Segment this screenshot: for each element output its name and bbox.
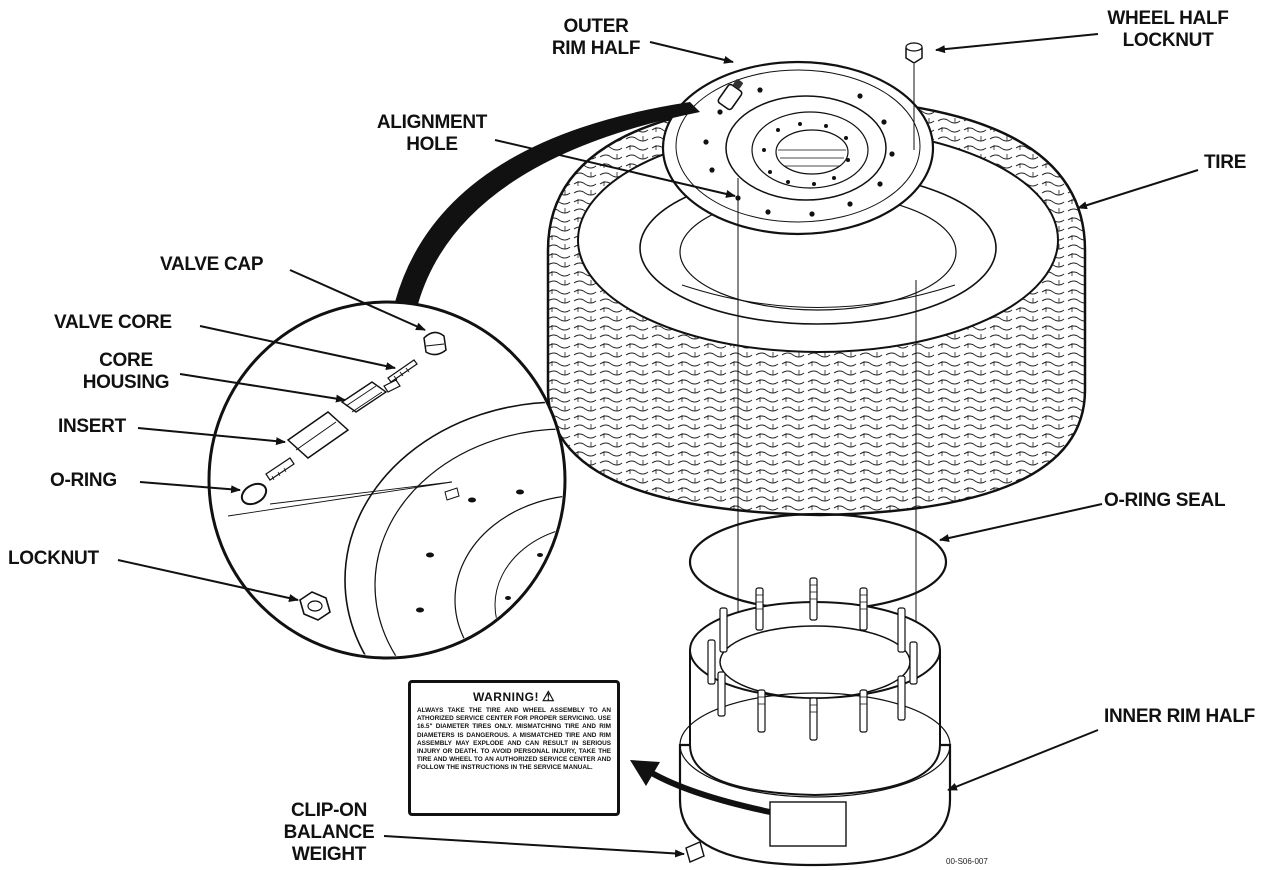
document-code: 00-S06-007 [946, 857, 988, 866]
label-tire: TIRE [1204, 152, 1247, 173]
label-line: HOUSING [82, 372, 170, 393]
label-line: HOLE [406, 134, 458, 155]
locknut-part [299, 591, 331, 621]
inner-rim-half [678, 577, 952, 867]
label-line: CLIP-ON [290, 800, 367, 821]
wheel-half-locknut-part [905, 42, 923, 64]
label-valve-cap: VALVE CAP [160, 254, 264, 275]
label-clip-on-balance-weight: CLIP-ON BALANCE WEIGHT [274, 800, 384, 866]
label-core-housing: CORE HOUSING [70, 350, 182, 394]
warning-title: WARNING!⚠ [417, 688, 611, 705]
insert-part [265, 411, 350, 481]
label-line: RIM HALF [551, 38, 641, 59]
label-line: BALANCE [283, 822, 375, 843]
label-line: OUTER [563, 16, 629, 37]
warning-text: ALWAYS TAKE THE TIRE AND WHEEL ASSEMBLY … [417, 707, 611, 772]
label-line: WEIGHT [291, 844, 367, 865]
label-line: CORE [99, 350, 153, 371]
label-wheel-half-locknut: WHEEL HALF LOCKNUT [1098, 8, 1238, 52]
o-ring-seal-part [688, 512, 948, 612]
outer-rim-half [661, 60, 935, 236]
label-outer-rim-half: OUTER RIM HALF [540, 16, 652, 60]
label-line: LOCKNUT [1122, 30, 1214, 51]
label-o-ring: O-RING [50, 470, 117, 491]
label-locknut: LOCKNUT [8, 548, 99, 569]
o-ring-part [240, 482, 268, 506]
label-alignment-hole: ALIGNMENT HOLE [364, 112, 500, 156]
leader-arrows [117, 33, 1199, 858]
warning-title-text: WARNING! [472, 690, 539, 704]
valve-core-part [387, 359, 418, 383]
warning-decal: WARNING!⚠ ALWAYS TAKE THE TIRE AND WHEEL… [408, 680, 620, 816]
valve-cap-part [423, 331, 447, 356]
label-inner-rim-half: INNER RIM HALF [1104, 706, 1255, 727]
core-housing-part [340, 379, 401, 413]
label-insert: INSERT [58, 416, 126, 437]
label-line: ALIGNMENT [376, 112, 488, 133]
label-line: WHEEL HALF [1107, 8, 1229, 29]
label-o-ring-seal: O-RING SEAL [1104, 490, 1226, 511]
warning-triangle-icon: ⚠ [541, 688, 556, 704]
label-valve-core: VALVE CORE [54, 312, 172, 333]
